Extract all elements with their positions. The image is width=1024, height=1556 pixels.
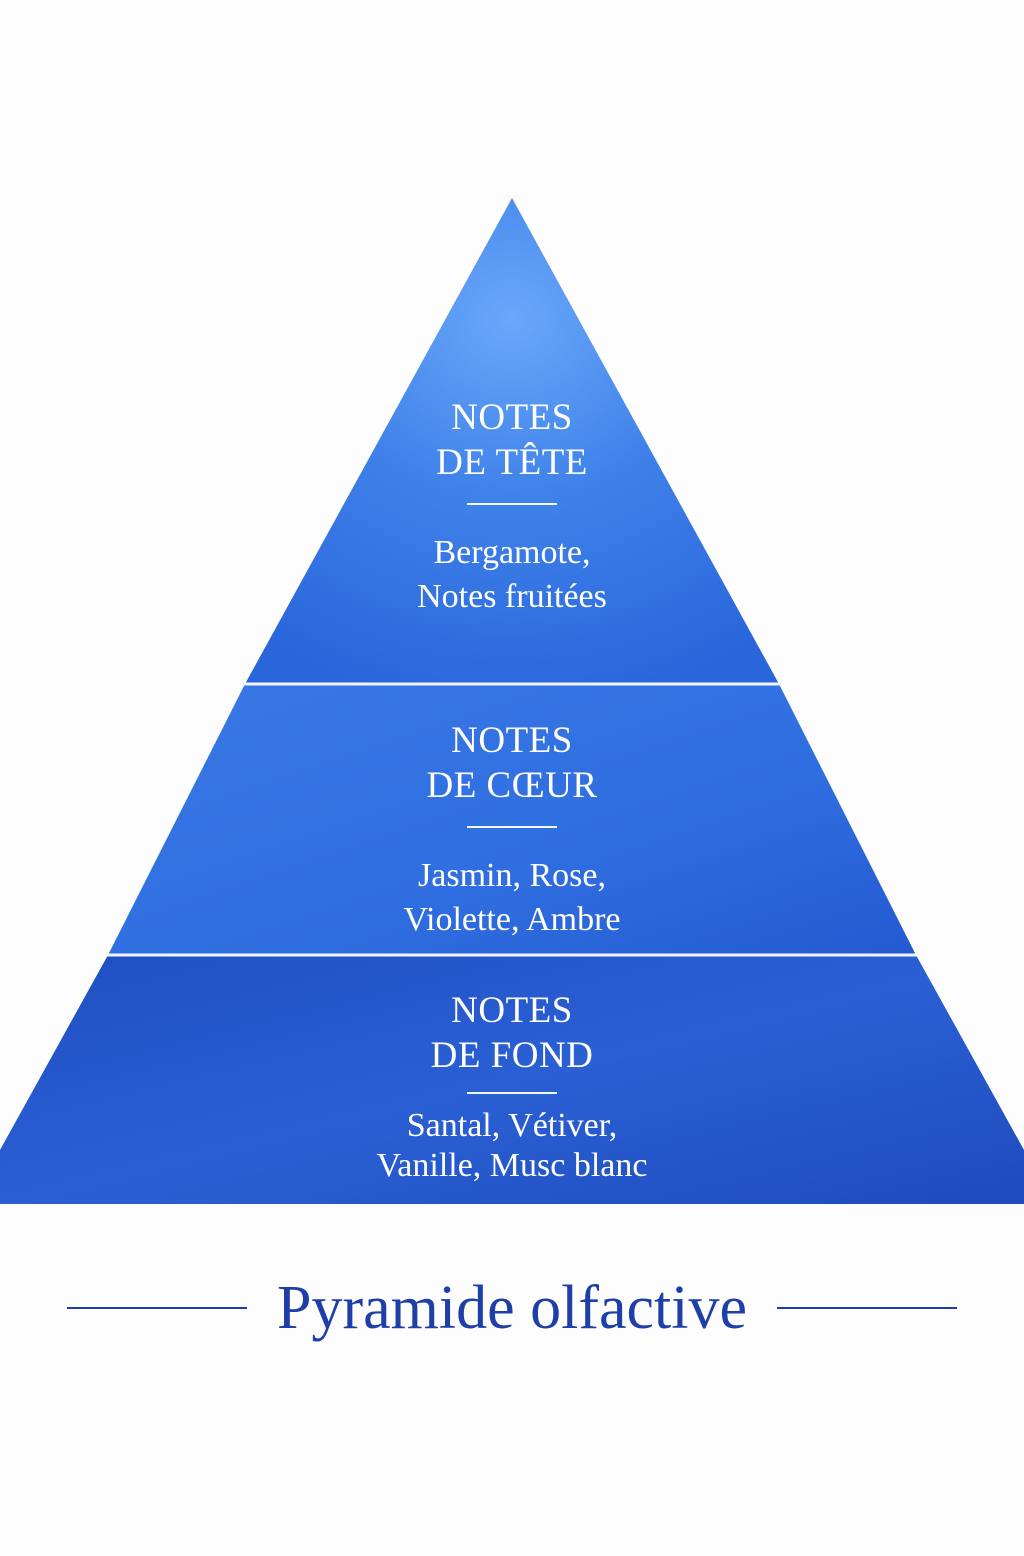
pyramid-tier-top: [245, 198, 779, 684]
tier-top-notes-line1: Bergamote,: [433, 534, 591, 571]
tier-middle-title-line2: DE CŒUR: [426, 765, 598, 806]
tier-top-notes-line2: Notes fruitées: [417, 578, 607, 615]
caption-rule-right: [777, 1307, 957, 1309]
tier-middle-title-line1: NOTES: [451, 720, 573, 761]
tier-top-text: NOTES DE TÊTE Bergamote, Notes fruitées: [0, 395, 1024, 619]
tier-middle-text: NOTES DE CŒUR Jasmin, Rose, Violette, Am…: [0, 718, 1024, 942]
caption-title: Pyramide olfactive: [277, 1274, 747, 1342]
tier-middle-notes-line1: Jasmin, Rose,: [418, 857, 606, 894]
tier-top-title-line1: NOTES: [451, 397, 573, 438]
tier-base-notes-line1: Santal, Vétiver,: [406, 1107, 618, 1144]
tier-base-rule: [467, 1092, 557, 1094]
pyramid-tier-base: [0, 955, 1024, 1204]
caption: Pyramide olfactive: [0, 1268, 1024, 1348]
tier-top-title-line2: DE TÊTE: [436, 442, 588, 483]
tier-base-title-line2: DE FOND: [430, 1035, 594, 1076]
tier-middle-rule: [467, 826, 557, 828]
tier-base-title-line1: NOTES: [451, 990, 573, 1031]
tier-base-text: NOTES DE FOND Santal, Vétiver, Vanille, …: [0, 988, 1024, 1186]
tier-top-rule: [467, 503, 557, 505]
caption-rule-left: [67, 1307, 247, 1309]
tier-middle-notes-line2: Violette, Ambre: [403, 901, 621, 938]
tier-base-notes-line2: Vanille, Musc blanc: [376, 1147, 648, 1184]
pyramid-tier-middle: [108, 684, 916, 955]
